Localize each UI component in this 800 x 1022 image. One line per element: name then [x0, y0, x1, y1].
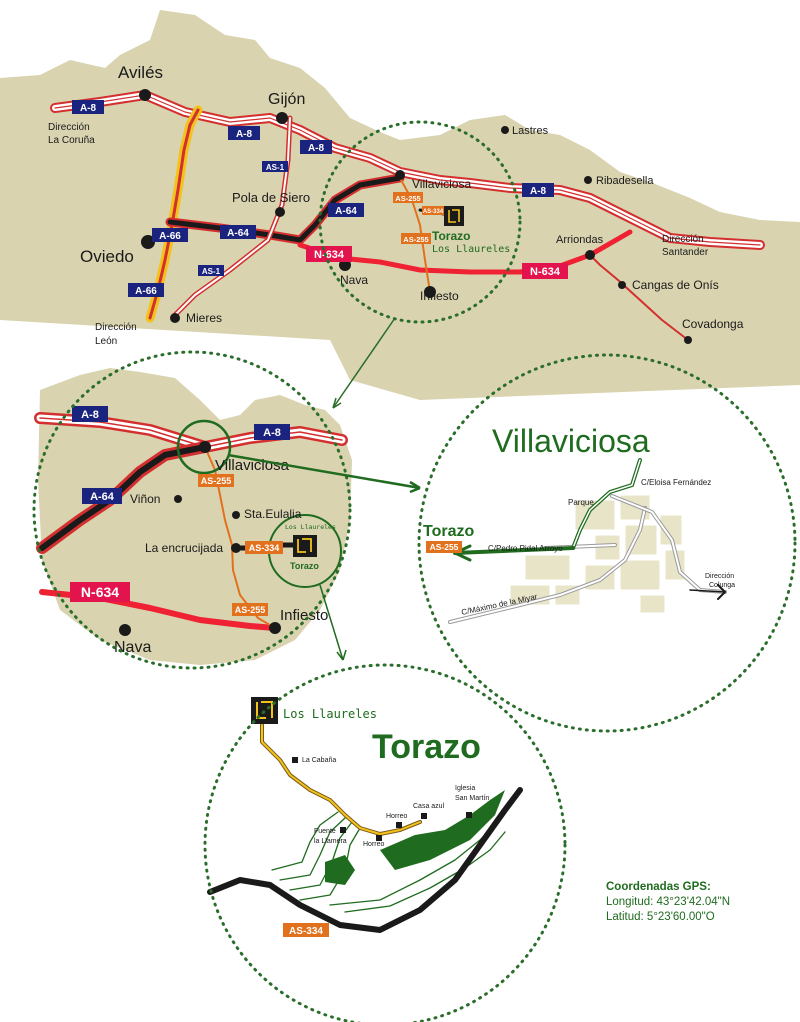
region-focus-circle — [318, 120, 522, 324]
zoom1-logo-top: Los Llaureles — [285, 523, 336, 531]
street-eloisa: C/Eloisa Fernández — [641, 478, 711, 487]
badge-a8-east: A-8 — [530, 186, 547, 197]
zoom1-city-encrucijada: La encrucijada — [145, 541, 223, 555]
village-badge-as334: AS-334 — [289, 926, 323, 937]
town-circle — [417, 353, 797, 733]
place-fuente-2: la Llamera — [314, 838, 347, 845]
place-iglesia-2: San Martín — [455, 795, 489, 802]
place-horreo1: Horreo — [386, 813, 408, 820]
zoom1-focus-villaviciosa — [176, 419, 232, 475]
region-dots — [139, 89, 692, 344]
zoom1-badge-a8-w: A-8 — [81, 409, 99, 421]
badge-n634-w: N-634 — [314, 249, 345, 261]
place-cabana: La Cabaña — [302, 757, 336, 764]
place-casa: Casa azul — [413, 803, 445, 810]
zoom1-city-infiesto: Infiesto — [280, 607, 328, 624]
town-title: Villaviciosa — [492, 423, 650, 459]
logo-region — [444, 206, 464, 226]
town-badge-as255: AS-255 — [430, 542, 459, 552]
badge-a8-west: A-8 — [80, 103, 97, 114]
city-ribadesella: Ribadesella — [596, 175, 654, 187]
logo-village — [251, 697, 278, 724]
zoom1-city-nava: Nava — [114, 639, 151, 656]
dir-coruna-1: Dirección — [48, 122, 90, 133]
city-villaviciosa: Villaviciosa — [412, 177, 471, 191]
zoom1-badge-a64: A-64 — [90, 491, 115, 503]
connector-zoom-town — [227, 453, 421, 490]
city-pola: Pola de Siero — [232, 190, 310, 205]
dir-leon-2: León — [95, 336, 117, 347]
zoom1-circle — [32, 350, 352, 670]
city-covadonga: Covadonga — [682, 317, 744, 331]
city-cangas: Cangas de Onís — [632, 278, 719, 292]
zoom1-logo-bottom: Torazo — [290, 561, 319, 571]
city-gijon: Gijón — [268, 91, 305, 108]
badge-as334-region: AS-334 — [423, 209, 444, 215]
badge-a66-n: A-66 — [159, 231, 181, 242]
place-fuente-1: Fuente — [314, 828, 336, 835]
town-torazo: Torazo — [423, 523, 474, 540]
badge-as1-n: AS-1 — [266, 163, 285, 172]
city-nava: Nava — [340, 273, 368, 287]
connector-region-zoom — [332, 317, 396, 409]
dir-santander-1: Dirección — [662, 234, 704, 245]
badge-a64-w: A-64 — [227, 228, 249, 239]
region-torazo-label: Torazo — [432, 229, 470, 243]
city-mieres: Mieres — [186, 311, 222, 325]
badge-a8-gijon: A-8 — [236, 129, 253, 140]
badge-as255-s: AS-255 — [403, 235, 428, 244]
gps-longitud: Longitud: 43°23'42.04"N — [606, 896, 730, 908]
dir-santander-2: Santander — [662, 247, 709, 258]
place-iglesia-1: Iglesia — [455, 785, 475, 792]
zoom1-badge-n634: N-634 — [81, 584, 119, 600]
city-oviedo: Oviedo — [80, 247, 134, 266]
badge-as1-s: AS-1 — [202, 267, 221, 276]
village-logo-text: Los Llaureles — [283, 707, 377, 721]
zoom1-dots — [119, 441, 281, 636]
zoom1-city-vinon: Viñon — [130, 492, 160, 506]
zoom1-badges: A-8 A-8 A-64 AS-255 AS-255 AS-334 N-634 — [70, 406, 290, 616]
zoom1-badge-as334: AS-334 — [249, 543, 280, 553]
street-colunga-1: Dirección — [705, 573, 734, 580]
region-llaureles-label: Los Llaureles — [432, 244, 510, 255]
badge-n634-e: N-634 — [530, 266, 561, 278]
street-parque: Parque — [568, 498, 594, 507]
place-horreo2: Horreo — [363, 841, 385, 848]
city-aviles: Avilés — [118, 63, 163, 82]
logo-zoom1 — [293, 535, 317, 557]
village-map — [207, 723, 523, 933]
connector-zoom-village — [319, 584, 344, 661]
village-title: Torazo — [372, 728, 481, 766]
badge-a64-e: A-64 — [335, 206, 357, 217]
region-badges: A-8 A-8 A-8 A-8 A-66 A-66 A-64 A-64 AS-1… — [72, 100, 568, 297]
gps-latitud: Latitud: 5°23'60.00"O — [606, 911, 715, 923]
zoom1-badge-as255-n: AS-255 — [201, 476, 232, 486]
city-lastres: Lastres — [512, 125, 549, 137]
gps-title: Coordenadas GPS: — [606, 881, 711, 893]
zoom1-city-eulalia: Sta.Eulalia — [244, 507, 302, 521]
zoom1-badge-as255-s: AS-255 — [235, 605, 266, 615]
badge-a8-mid: A-8 — [308, 143, 325, 154]
dir-leon-1: Dirección — [95, 322, 137, 333]
street-pidal: C/Pedro Pidal Arroyo — [488, 544, 563, 553]
badge-as255-n: AS-255 — [395, 194, 420, 203]
city-infiesto: Infiesto — [420, 289, 459, 303]
street-colunga-2: Colunga — [709, 582, 735, 589]
badge-a66-s: A-66 — [135, 286, 157, 297]
city-arriondas: Arriondas — [556, 234, 604, 246]
zoom1-badge-a8-e: A-8 — [263, 427, 281, 439]
town-streets — [448, 458, 727, 624]
village-buildings — [292, 757, 472, 841]
village-circle — [203, 663, 567, 1022]
dir-coruna-2: La Coruña — [48, 135, 95, 146]
